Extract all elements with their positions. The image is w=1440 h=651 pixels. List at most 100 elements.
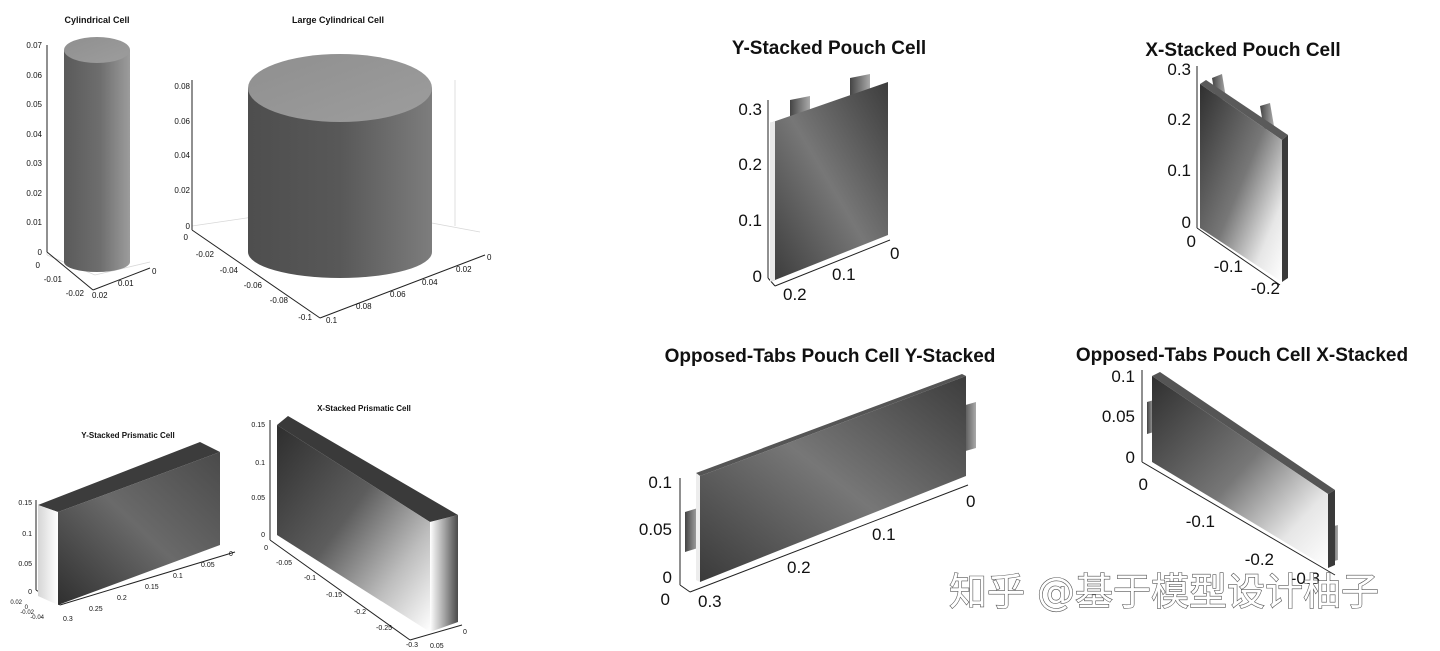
watermark-text: 知乎 @基于模型设计柚子 <box>949 570 1379 614</box>
tick-label: 0.02 <box>26 189 42 198</box>
tick-label: 0.15 <box>18 500 32 507</box>
tick-label: 0.1 <box>872 525 896 544</box>
tick-label: 0.07 <box>26 41 42 50</box>
tick-label: 0.02 <box>174 186 190 195</box>
tick-label: -0.15 <box>326 592 342 599</box>
tick-label: 0.05 <box>430 643 444 650</box>
tick-label: 0.04 <box>26 130 42 139</box>
tick-label: -0.3 <box>406 642 418 649</box>
tick-label: -0.04 <box>30 615 44 621</box>
axis-lines <box>269 420 463 641</box>
tick-label: 0.1 <box>326 316 338 325</box>
tick-label: 0.2 <box>117 595 127 602</box>
tick-label: -0.1 <box>1186 512 1215 531</box>
tick-label: 0.1 <box>1111 367 1135 386</box>
chart-title: X-Stacked Pouch Cell <box>1145 40 1340 61</box>
panel-x-stacked-pouch-cell: X-Stacked Pouch Cell 0.3 0.2 0.1 0 0 -0.… <box>1145 40 1340 298</box>
tick-label: 0.08 <box>174 82 190 91</box>
tick-label: 0 <box>661 590 670 609</box>
tick-label: 0.3 <box>698 592 722 611</box>
tick-label: -0.02 <box>66 289 85 298</box>
chart-title: Opposed-Tabs Pouch Cell X-Stacked <box>1076 345 1408 366</box>
tick-label: 0.2 <box>1167 110 1191 129</box>
panel-cylindrical-cell: Cylindrical Cell 0.07 0.06 0.05 0.04 0.0… <box>26 15 157 300</box>
tick-label: 0.03 <box>26 159 42 168</box>
tick-label: 0.04 <box>422 278 438 287</box>
z-axis: 0.1 0.05 0 0 <box>639 473 672 609</box>
tick-label: 0.3 <box>1167 60 1191 79</box>
z-axis: 0.15 0.1 0.05 0 <box>251 422 265 539</box>
tick-label: 0.2 <box>783 285 807 304</box>
z-axis: 0.3 0.2 0.1 0 <box>738 100 762 286</box>
tick-label: 0 <box>1139 475 1148 494</box>
tick-label: -0.2 <box>1251 279 1280 298</box>
axis-lines <box>1196 66 1281 286</box>
axis-lines <box>1141 370 1336 576</box>
tick-label: 0 <box>890 244 899 263</box>
tick-label: 0 <box>663 568 672 587</box>
tick-label: 0.05 <box>18 561 32 568</box>
chart-title: Cylindrical Cell <box>64 15 129 25</box>
tick-label: 0 <box>38 248 43 257</box>
tick-label: -0.1 <box>1214 257 1243 276</box>
tick-label: -0.2 <box>1245 550 1274 569</box>
z-axis: 0.15 0.1 0.05 0 <box>18 500 32 596</box>
pouch-surface <box>1200 74 1288 282</box>
tick-label: 0.2 <box>738 155 762 174</box>
tick-label: 0 <box>229 551 233 558</box>
left-axis: 0 -0.01 -0.02 <box>36 261 85 298</box>
tick-label: 0.06 <box>26 71 42 80</box>
tick-label: 0.2 <box>787 558 811 577</box>
tick-label: 0.1 <box>173 573 183 580</box>
tick-label: 0.01 <box>26 218 42 227</box>
cylinder-surface <box>64 37 130 272</box>
tick-label: -0.02 <box>196 250 215 259</box>
tick-label: 0 <box>152 267 157 276</box>
right-axis: 0 0.1 0.2 0.3 <box>698 492 975 611</box>
tick-label: 0 <box>261 532 265 539</box>
tick-label: 0 <box>264 545 268 552</box>
tick-label: 0.15 <box>145 584 159 591</box>
left-axis: 0.02 0 -0.02 -0.04 <box>10 600 44 621</box>
tick-label: -0.05 <box>276 560 292 567</box>
tick-label: 0 <box>463 629 467 636</box>
tick-label: -0.25 <box>376 625 392 632</box>
tick-label: 0.02 <box>92 291 108 300</box>
panel-x-stacked-prismatic-cell: X-Stacked Prismatic Cell 0.15 0.1 0.05 0… <box>251 404 467 650</box>
z-axis: 0.07 0.06 0.05 0.04 0.03 0.02 0.01 0 <box>26 41 42 257</box>
tick-label: -0.02 <box>20 610 34 616</box>
z-axis: 0.08 0.06 0.04 0.02 0 <box>174 82 190 231</box>
tick-label: 0.1 <box>648 473 672 492</box>
tick-label: 0.05 <box>251 495 265 502</box>
tick-label: 0.04 <box>174 151 190 160</box>
left-axis: 0 -0.05 -0.1 -0.15 -0.2 -0.25 -0.3 <box>264 545 418 649</box>
tick-label: 0 <box>28 589 32 596</box>
tick-label: 0.25 <box>89 606 103 613</box>
tick-label: 0.06 <box>174 117 190 126</box>
right-axis: 0 0.05 0.1 0.15 0.2 0.25 0.3 <box>63 551 233 623</box>
prism-surface <box>38 442 220 605</box>
tick-label: 0.1 <box>255 460 265 467</box>
tick-label: 0 <box>36 261 41 270</box>
tick-label: 0.08 <box>356 302 372 311</box>
tick-label: -0.1 <box>304 575 316 582</box>
tick-label: 0 <box>487 253 492 262</box>
chart-title: X-Stacked Prismatic Cell <box>317 404 411 413</box>
pouch-surface <box>1147 372 1338 568</box>
chart-title: Y-Stacked Prismatic Cell <box>81 431 174 440</box>
tick-label: 0.15 <box>251 422 265 429</box>
left-axis: 0 -0.1 -0.2 -0.3 <box>1139 475 1320 588</box>
right-axis: 0 0.05 <box>430 629 467 650</box>
tick-label: 0 <box>1126 448 1135 467</box>
panel-y-stacked-prismatic-cell: Y-Stacked Prismatic Cell 0.15 0.1 0.05 0… <box>10 431 236 623</box>
tick-label: 0.1 <box>22 531 32 538</box>
tick-label: -0.2 <box>354 609 366 616</box>
tick-label: 0.05 <box>1102 407 1135 426</box>
tick-label: 0.01 <box>118 279 134 288</box>
panel-large-cylindrical-cell: Large Cylindrical Cell 0.08 0.06 0.04 0.… <box>174 15 492 325</box>
axis-lines <box>46 45 151 291</box>
chart-title: Y-Stacked Pouch Cell <box>732 38 926 59</box>
tick-label: 0.02 <box>456 265 472 274</box>
chart-title: Opposed-Tabs Pouch Cell Y-Stacked <box>665 346 996 367</box>
